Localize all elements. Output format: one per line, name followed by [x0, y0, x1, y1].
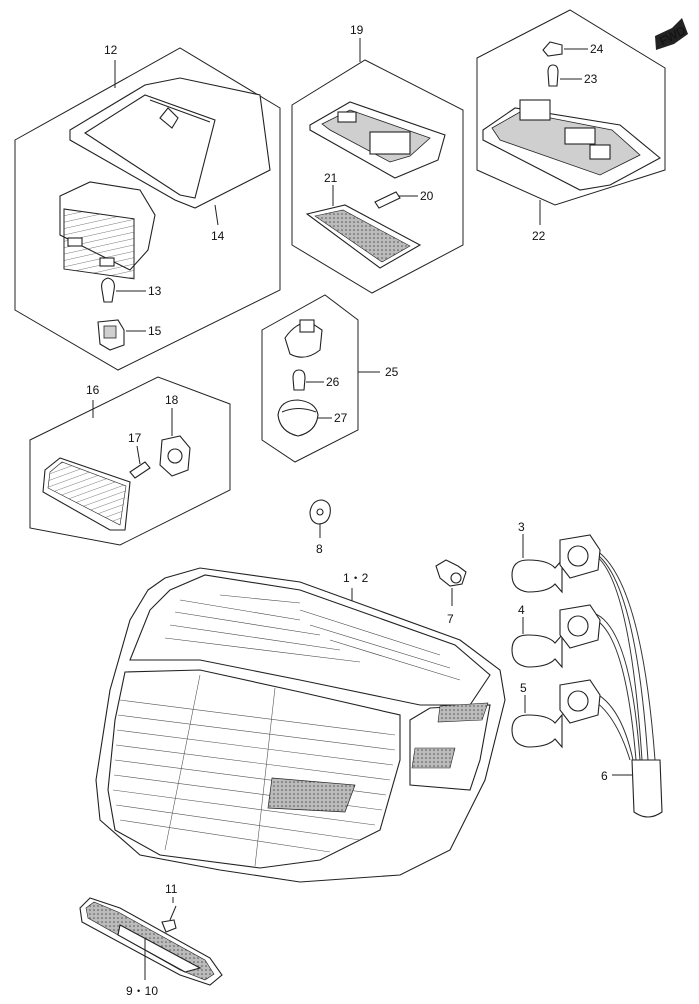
label-7: 7 — [447, 612, 454, 626]
label-11: 11 — [165, 882, 178, 896]
label-9-10: 9・10 — [126, 984, 158, 998]
group-19-map-lamp: 19 21 20 — [291, 23, 464, 294]
label-12: 12 — [104, 43, 118, 57]
label-14: 14 — [211, 229, 225, 243]
label-27: 27 — [334, 411, 348, 425]
label-13: 13 — [148, 284, 162, 298]
label-4: 4 — [518, 603, 525, 617]
label-23: 23 — [584, 72, 598, 86]
label-8: 8 — [316, 542, 323, 556]
part-9-10-reflector: 9・10 11 — [79, 882, 223, 998]
label-25: 25 — [385, 365, 399, 379]
label-19: 19 — [350, 23, 364, 37]
group-12-stop-lamp: 12 14 13 15 — [14, 43, 281, 371]
label-6: 6 — [601, 769, 608, 783]
part-1-2-combination-lamp: 1・2 — [95, 567, 506, 883]
group-22-dome-lamp: 23 24 22 — [476, 9, 666, 243]
label-26: 26 — [326, 375, 340, 389]
label-15: 15 — [148, 324, 162, 338]
label-17: 17 — [128, 431, 142, 445]
label-1-2: 1・2 — [343, 571, 369, 585]
fwd-arrow-icon: FWD — [655, 18, 688, 50]
label-18: 18 — [165, 393, 179, 407]
part-8-grommet: 8 — [309, 499, 331, 556]
label-22: 22 — [532, 229, 546, 243]
label-3: 3 — [518, 520, 525, 534]
label-20: 20 — [420, 189, 434, 203]
label-24: 24 — [590, 42, 604, 56]
label-5: 5 — [520, 681, 527, 695]
bulbs-and-harness: 6 3 4 5 — [511, 520, 663, 818]
part-7-clip: 7 — [435, 559, 467, 626]
label-16: 16 — [86, 383, 100, 397]
group-25-socket-set: 25 26 27 — [261, 294, 399, 463]
group-16-license-lamp: 16 18 17 — [29, 376, 231, 546]
label-21: 21 — [324, 171, 338, 185]
